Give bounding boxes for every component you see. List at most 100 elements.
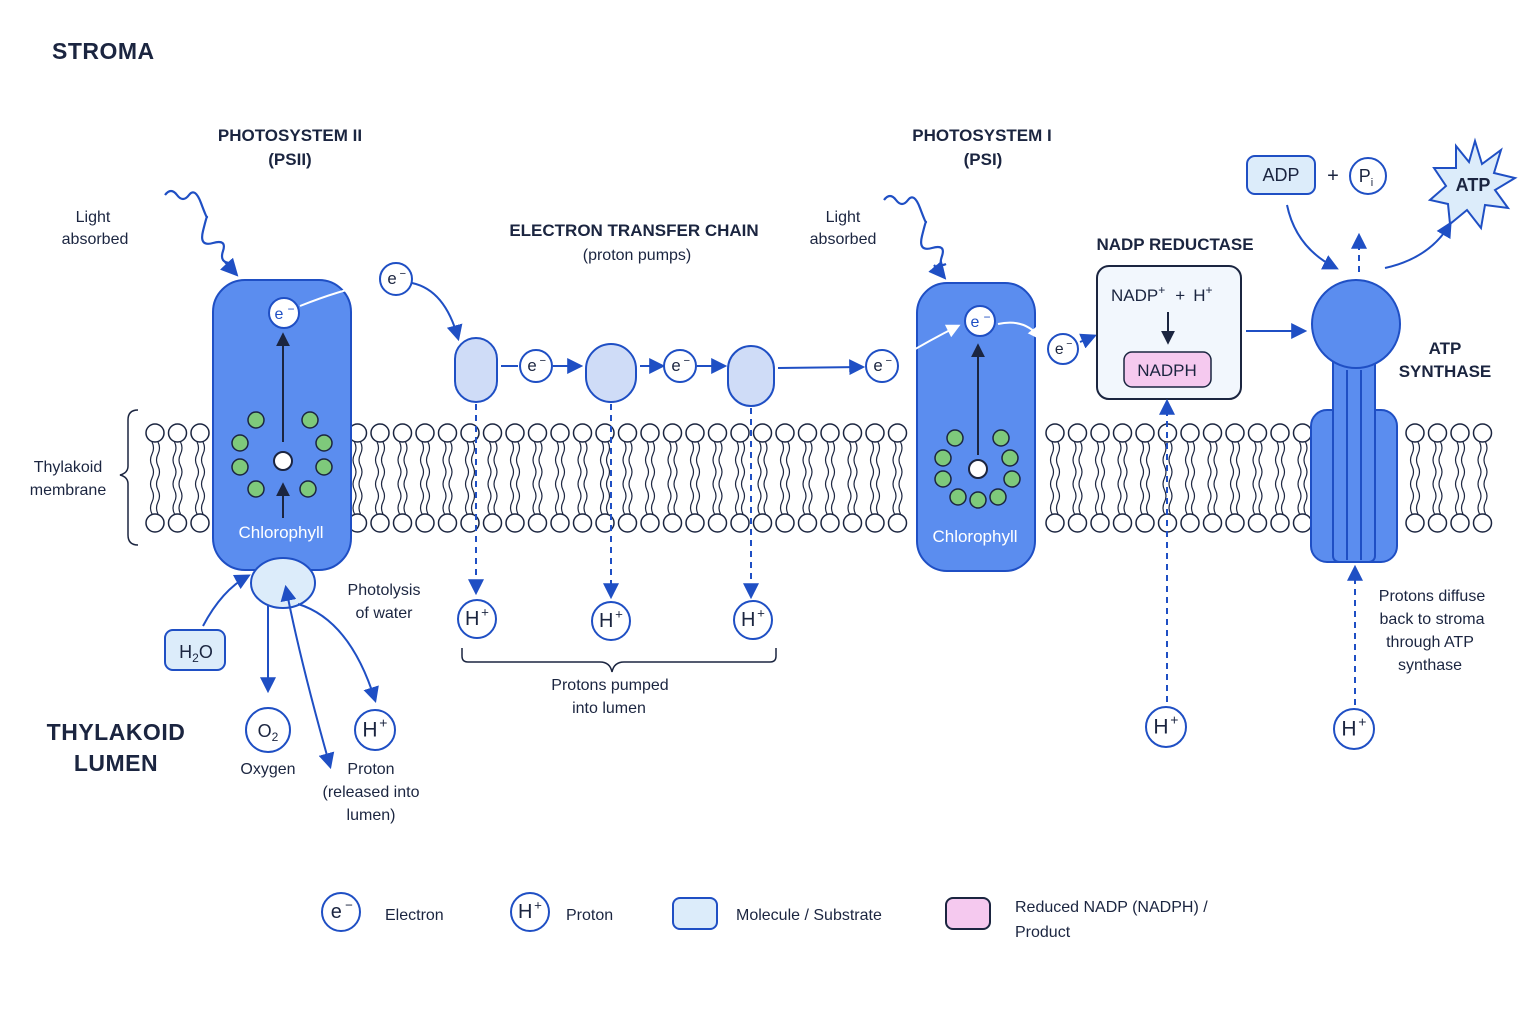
pumped-protons-bracket (461, 648, 777, 673)
electron-icon: e− (321, 892, 361, 932)
atp-product-label: ATP (1456, 175, 1491, 195)
lumen-label-line1: THYLAKOID (47, 719, 186, 745)
psii-electron-exit-arrow (299, 279, 375, 307)
atp-synthase-title-line2: SYNTHASE (1399, 362, 1492, 381)
psii-chlorophyll-ring (231, 411, 333, 498)
psii-light-label-line2: absorbed (62, 231, 129, 248)
water-molecule-label: H2O (179, 642, 213, 665)
adp-input-arrow (1286, 204, 1339, 270)
psi-to-nadp-arrow (1079, 333, 1097, 349)
lipid (617, 423, 638, 533)
lipid (437, 423, 458, 533)
lipid (820, 423, 840, 533)
legend-substrate-label: Molecule / Substrate (736, 907, 882, 924)
svg-text:+: + (379, 715, 387, 731)
etc-title-line2: (proton pumps) (583, 247, 692, 264)
psi-chlorophyll-label: Chlorophyll (932, 527, 1017, 546)
proton-icon: H+ (510, 892, 550, 932)
lipid (482, 423, 503, 533)
chlorophyll-molecule (1001, 449, 1019, 467)
lipid (460, 423, 480, 533)
lumen-proton-label-line2: (released into (323, 784, 420, 801)
diffuse-label-line1: Protons diffuse (1379, 588, 1486, 605)
atp-synthase-f1-head (1311, 279, 1401, 369)
psi-light-label-line1: Light (826, 209, 861, 226)
lipid (1067, 423, 1088, 533)
proton-icon: H+ (1333, 708, 1375, 750)
psii-chlorophyll-label: Chlorophyll (238, 523, 323, 542)
svg-text:e: e (1055, 341, 1064, 358)
psi-electron-symbol: e (971, 314, 980, 331)
proton-icon: H+ (1145, 706, 1187, 748)
psii-electron-symbol: e (275, 306, 284, 323)
photolysis-label-line1: Photolysis (348, 582, 421, 599)
lipid (550, 423, 570, 533)
proton-icon: H+ (354, 709, 396, 751)
etc-carrier-2 (585, 343, 637, 403)
chlorophyll-molecule (247, 480, 265, 498)
membrane-label-line1: Thylakoid (34, 459, 102, 476)
lipid (415, 423, 435, 533)
lipid (370, 423, 390, 533)
chlorophyll-molecule (989, 488, 1007, 506)
lumen-label-line2: LUMEN (74, 750, 158, 776)
svg-text:e: e (873, 356, 882, 375)
psi-electron-charge: − (983, 310, 990, 324)
adp-plus-sign: + (1327, 165, 1339, 187)
electron-icon: e− (865, 349, 899, 383)
svg-text:−: − (539, 355, 546, 367)
svg-text:−: − (683, 355, 690, 367)
psi-reaction-center (968, 459, 988, 479)
electron-icon: e− (379, 262, 413, 296)
chlorophyll-molecule (949, 488, 967, 506)
legend-product-label-line2: Product (1015, 924, 1071, 941)
psii-electron-icon (268, 297, 300, 329)
svg-text:+: + (1358, 714, 1366, 730)
chlorophyll-molecule (231, 434, 249, 452)
legend-product-swatch (945, 897, 991, 930)
lipid (775, 423, 795, 533)
svg-text:H: H (1153, 715, 1168, 738)
lipid (1472, 423, 1493, 533)
chlorophyll-molecule (992, 429, 1010, 447)
lipid (1180, 423, 1200, 533)
psi-light-wave-icon (883, 194, 947, 267)
chlorophyll-molecule (1003, 470, 1021, 488)
svg-text:H: H (465, 608, 479, 630)
svg-text:+: + (534, 898, 542, 913)
svg-text:e: e (671, 356, 680, 375)
chlorophyll-molecule (315, 458, 333, 476)
oxygen-molecule-icon (245, 707, 291, 753)
nadp-reactant-label: NADP++H+ (1111, 283, 1212, 305)
membrane-bracket (119, 409, 139, 546)
psii-light-wave-icon (164, 189, 232, 265)
svg-text:e: e (527, 356, 536, 375)
atp-burst-icon (1427, 137, 1518, 231)
lipid (730, 423, 750, 533)
nadp-reductase-title: NADP REDUCTASE (1096, 235, 1253, 254)
psi-light-label-line2: absorbed (810, 231, 877, 248)
lumen-proton-label-line1: Proton (347, 761, 394, 778)
lipid (1135, 423, 1155, 533)
etc-title-line1: ELECTRON TRANSFER CHAIN (509, 221, 758, 240)
svg-text:H: H (1341, 717, 1356, 740)
pumped-label-line2: into lumen (572, 700, 646, 717)
svg-text:H: H (362, 718, 377, 741)
psii-to-etc-arrow (411, 282, 463, 342)
lipid (640, 423, 660, 533)
etc-to-psi-arrow (777, 359, 866, 376)
psi-chlorophyll-ring (934, 429, 1021, 509)
svg-text:e: e (387, 269, 396, 288)
lipid (392, 423, 413, 533)
atp-output-arrow (1384, 221, 1452, 269)
electron-icon: e− (663, 349, 697, 383)
proton-icon: H+ (733, 600, 773, 640)
svg-text:−: − (399, 268, 406, 280)
lipid (887, 423, 908, 533)
psii-reaction-center (273, 451, 293, 471)
atp-synthase-title-line1: ATP (1429, 339, 1462, 358)
electron-and-proton-icons: e−e−e−e−e−e−H+H+H+H+H+H+H+ (321, 262, 1375, 932)
legend-substrate-swatch (672, 897, 718, 930)
psii-light-arrow (219, 257, 239, 277)
